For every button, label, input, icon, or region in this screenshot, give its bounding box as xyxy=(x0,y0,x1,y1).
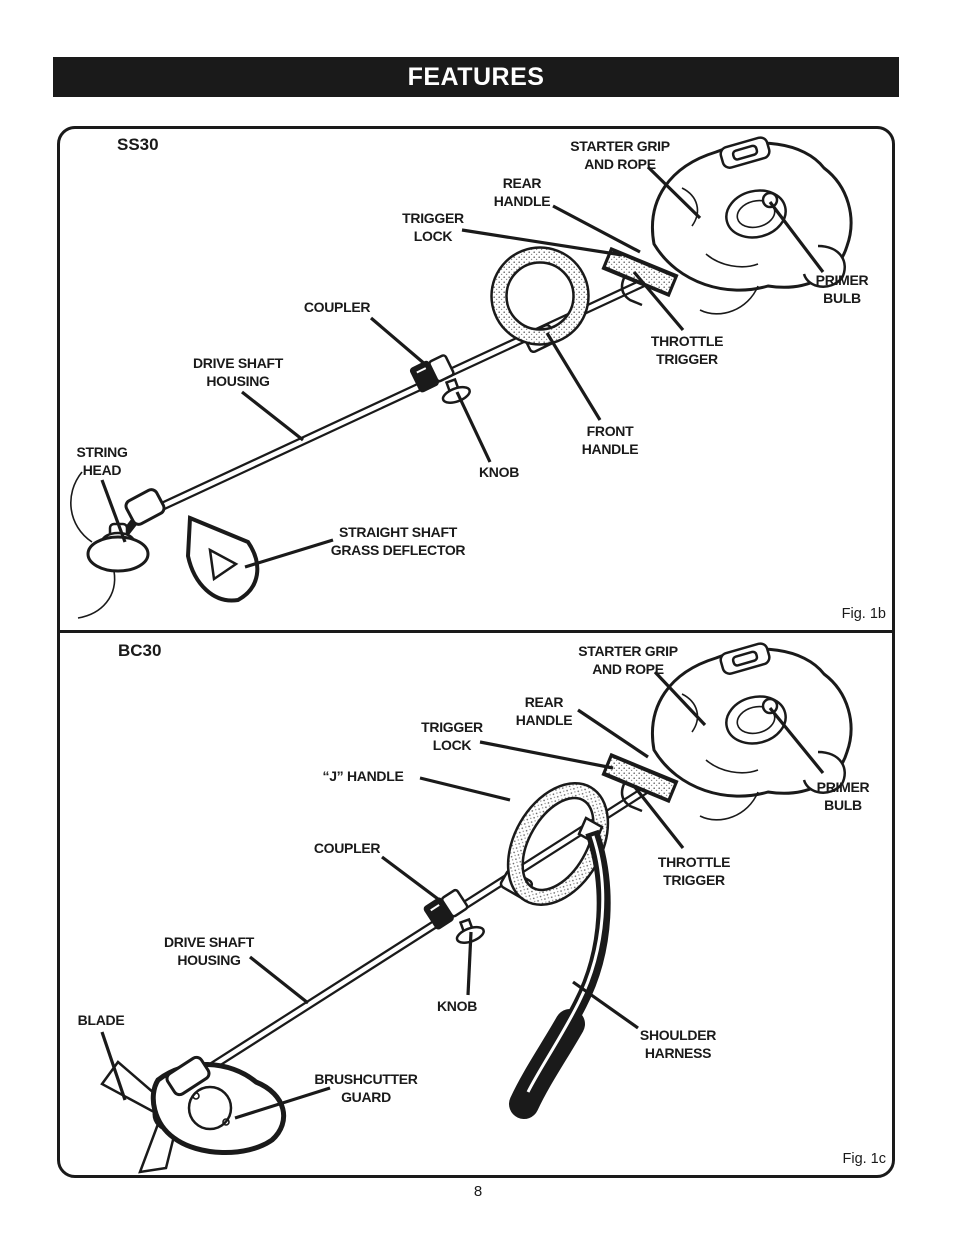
bc30-model-label: BC30 xyxy=(118,641,162,660)
ss30-label-trigger-lock: TRIGGER LOCK xyxy=(402,210,464,244)
leader-coupler xyxy=(369,316,428,367)
knob-art xyxy=(455,917,485,944)
leader-drive-shaft xyxy=(249,955,309,1005)
bc30-label-brushcutter-guard: BRUSHCUTTER GUARD xyxy=(314,1071,418,1105)
ss30-label-primer-bulb: PRIMER BULB xyxy=(815,272,869,306)
panel-divider xyxy=(57,630,895,633)
bc30-label-rear-handle: REAR HANDLE xyxy=(515,694,573,728)
grass-deflector-art xyxy=(185,515,260,603)
string-head-art xyxy=(70,471,166,619)
leader-drive-shaft xyxy=(241,390,304,442)
bc30-label-drive-shaft-housing: DRIVE SHAFT HOUSING xyxy=(163,934,255,968)
leader-grass-deflector xyxy=(244,538,334,569)
throttle-trigger-art xyxy=(620,277,643,307)
leader-starter-grip xyxy=(653,670,707,727)
figure-panel-border xyxy=(57,126,895,1178)
leader-knob xyxy=(466,931,473,996)
leader-rear-handle xyxy=(577,708,649,759)
bc30-label-trigger-lock: TRIGGER LOCK xyxy=(421,719,483,753)
ss30-label-knob: KNOB xyxy=(478,464,520,480)
page-title: FEATURES xyxy=(407,62,545,91)
leader-trigger-lock xyxy=(461,228,623,257)
primer-bulb-art xyxy=(761,697,779,715)
leader-throttle-trigger xyxy=(632,785,685,849)
engine-art xyxy=(651,136,853,315)
leader-knob xyxy=(455,391,492,463)
leader-shoulder-harness xyxy=(572,980,639,1030)
shoulder-harness-art xyxy=(509,816,611,1119)
bc30-label-j-handle: “J” HANDLE xyxy=(322,768,404,784)
leader-coupler xyxy=(381,855,443,904)
leader-trigger-lock xyxy=(479,740,614,770)
drive-shaft-art xyxy=(172,778,661,1094)
leader-brushcutter-guard xyxy=(234,1086,331,1120)
ss30-label-front-handle: FRONT HANDLE xyxy=(581,423,639,457)
ss30-label-grass-deflector: STRAIGHT SHAFT GRASS DEFLECTOR xyxy=(330,524,466,558)
leader-primer-bulb xyxy=(768,201,825,273)
ss30-label-throttle-trigger: THROTTLE TRIGGER xyxy=(650,333,724,367)
leader-front-handle xyxy=(545,332,602,421)
leader-string-head xyxy=(100,479,127,543)
ss30-label-drive-shaft-housing: DRIVE SHAFT HOUSING xyxy=(192,355,284,389)
ss30-label-string-head: STRING HEAD xyxy=(76,444,128,478)
leader-blade xyxy=(100,1031,127,1101)
leader-throttle-trigger xyxy=(632,270,685,332)
leader-primer-bulb xyxy=(768,706,825,775)
ss30-label-starter-grip: STARTER GRIP AND ROPE xyxy=(570,138,670,172)
bc30-label-starter-grip: STARTER GRIP AND ROPE xyxy=(578,643,678,677)
leader-starter-grip xyxy=(646,165,702,220)
ss30-leader-lines xyxy=(100,165,825,569)
page-number: 8 xyxy=(473,1183,483,1200)
primer-bulb-art xyxy=(761,191,779,209)
features-header: FEATURES xyxy=(53,57,899,97)
ss30-illustration xyxy=(70,136,853,619)
coupler-art xyxy=(423,888,469,930)
bc30-label-coupler: COUPLER xyxy=(313,840,381,856)
leader-rear-handle xyxy=(552,204,641,254)
bc30-label-knob: KNOB xyxy=(436,998,478,1014)
ss30-figure-caption: Fig. 1b xyxy=(841,606,886,622)
bc30-label-shoulder-harness: SHOULDER HARNESS xyxy=(639,1027,717,1061)
knob-art xyxy=(441,377,471,404)
rear-handle-art xyxy=(601,752,679,813)
brushcutter-guard-art xyxy=(150,1055,287,1156)
front-handle-art xyxy=(490,246,590,354)
bc30-illustration xyxy=(100,642,853,1174)
ss30-model-label: SS30 xyxy=(117,135,159,154)
coupler-art xyxy=(409,354,455,393)
bc30-label-blade: BLADE xyxy=(77,1012,125,1028)
ss30-label-rear-handle: REAR HANDLE xyxy=(493,175,551,209)
bc30-figure-caption: Fig. 1c xyxy=(842,1151,886,1167)
throttle-trigger-art xyxy=(620,783,643,813)
rear-handle-art xyxy=(601,246,679,307)
j-handle-art xyxy=(499,781,610,907)
ss30-label-coupler: COUPLER xyxy=(303,299,371,315)
bc30-label-throttle-trigger: THROTTLE TRIGGER xyxy=(657,854,731,888)
bc30-leader-lines xyxy=(100,670,825,1120)
leader-j-handle xyxy=(419,776,511,802)
bc30-label-primer-bulb: PRIMER BULB xyxy=(816,779,870,813)
engine-art xyxy=(651,642,853,821)
